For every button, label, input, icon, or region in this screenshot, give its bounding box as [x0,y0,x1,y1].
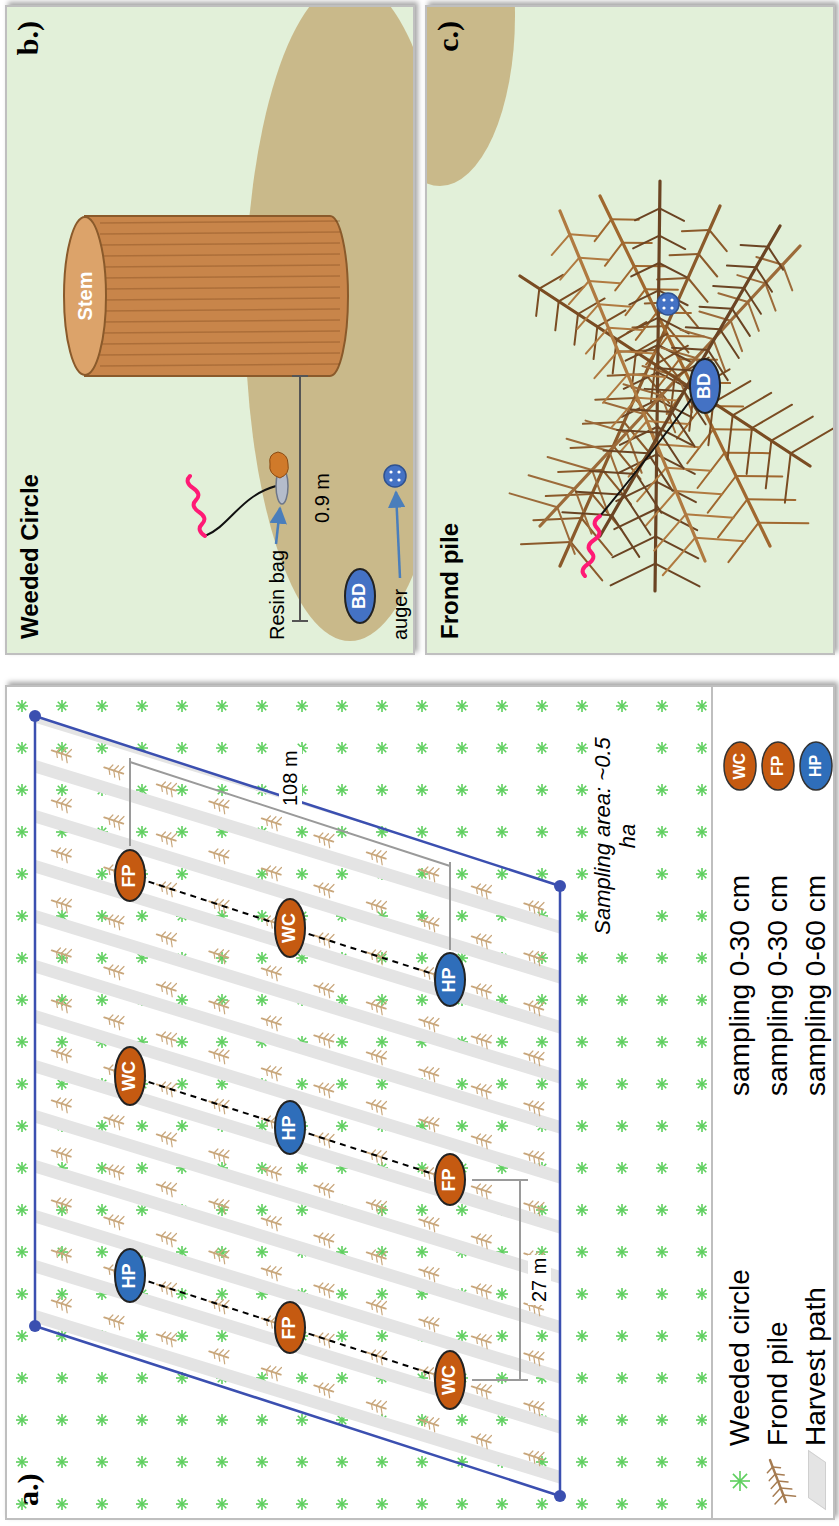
bulk-density-point: BD [344,568,376,624]
legend-text: sampling 0-30 cm [763,875,794,1096]
sampling-point: FP [274,1302,306,1355]
point-code: WC [440,1365,460,1395]
legend-code: WC [731,753,749,780]
dimension-brackets [130,758,528,1380]
part-label: Resin bag [266,550,289,640]
dimension-label: 27 m [528,1255,551,1305]
sampling-point: HP [274,1101,306,1156]
legend-entry: Weeded circle [725,1269,756,1446]
panel-b: Weeded Circle b.) StemBD [5,5,415,655]
harvest-rows [0,493,600,1526]
legend-entry: Harvest path [801,1287,832,1446]
legend-text: Weeded circle [725,1269,756,1446]
point-code: Stem [74,272,96,321]
point-code: FP [440,1169,460,1192]
point-code: FP [280,1317,300,1340]
legend-text: Harvest path [801,1287,832,1446]
sampling-point: FP [114,850,146,903]
panel-title: Frond pile [437,523,463,639]
point-code: FP [120,865,140,888]
panel-label: c.) [431,21,464,52]
legend-star [730,1471,750,1491]
point-code: BD [350,583,370,609]
legend-code: HP [807,755,825,777]
panel-a: a.) HP WC FP FP HP WC WC FP HP [5,685,835,1520]
transect-line [309,1334,432,1374]
transect-line [149,1082,272,1122]
legend-entry: sampling 0-60 cm [801,875,832,1096]
legend-code: FP [769,756,787,776]
dimension-label: 0.9 m [311,473,334,523]
legend-entry: Frond pile [763,1321,794,1446]
panel-label: a.) [11,1474,44,1507]
transect-line [149,882,272,922]
sampling-point: WC [114,1046,146,1106]
plot-outline [35,716,560,1496]
sampling-point: FP [434,1154,466,1207]
bulk-density-point: BD [689,358,721,414]
legend-divider [711,685,713,1520]
area-note: Sampling area: ~0.5 ha [590,733,641,939]
panel-ground [5,685,835,1520]
panel-title: Weeded Circle [17,474,43,639]
dimension-label: 108 m [279,747,302,809]
transect-line [309,1134,432,1174]
weeded-circle-grid [16,700,707,1510]
legend-text: Frond pile [763,1321,794,1446]
legend-sampling-icons [724,742,832,790]
transect-line [149,1282,272,1322]
transect-line [309,934,432,974]
point-code: BD [695,373,715,399]
sampling-point: HP [114,1249,146,1304]
point-code: HP [280,1116,300,1141]
point-code: HP [440,968,460,993]
legend-entry: sampling 0-30 cm [763,875,794,1096]
panel-label: b.) [11,21,44,55]
legend-entry: sampling 0-30 cm [725,875,756,1096]
point-code: HP [120,1264,140,1289]
stem-top: Stem [63,216,107,376]
legend-text: sampling 0-60 cm [801,875,832,1096]
point-code: WC [120,1061,140,1091]
legend-frond [767,1460,795,1504]
sampling-point: WC [434,1350,466,1410]
part-label: auger [389,589,412,640]
panel-c: Frond pile c.) BD [425,5,835,655]
sampling-point: WC [274,898,306,958]
frond-pile-scene [427,7,833,591]
sampling-point: HP [434,953,466,1008]
weeded-circle-scene [85,7,413,641]
legend-text: sampling 0-30 cm [725,875,756,1096]
point-code: WC [280,913,300,943]
plot-corners [29,710,566,1502]
